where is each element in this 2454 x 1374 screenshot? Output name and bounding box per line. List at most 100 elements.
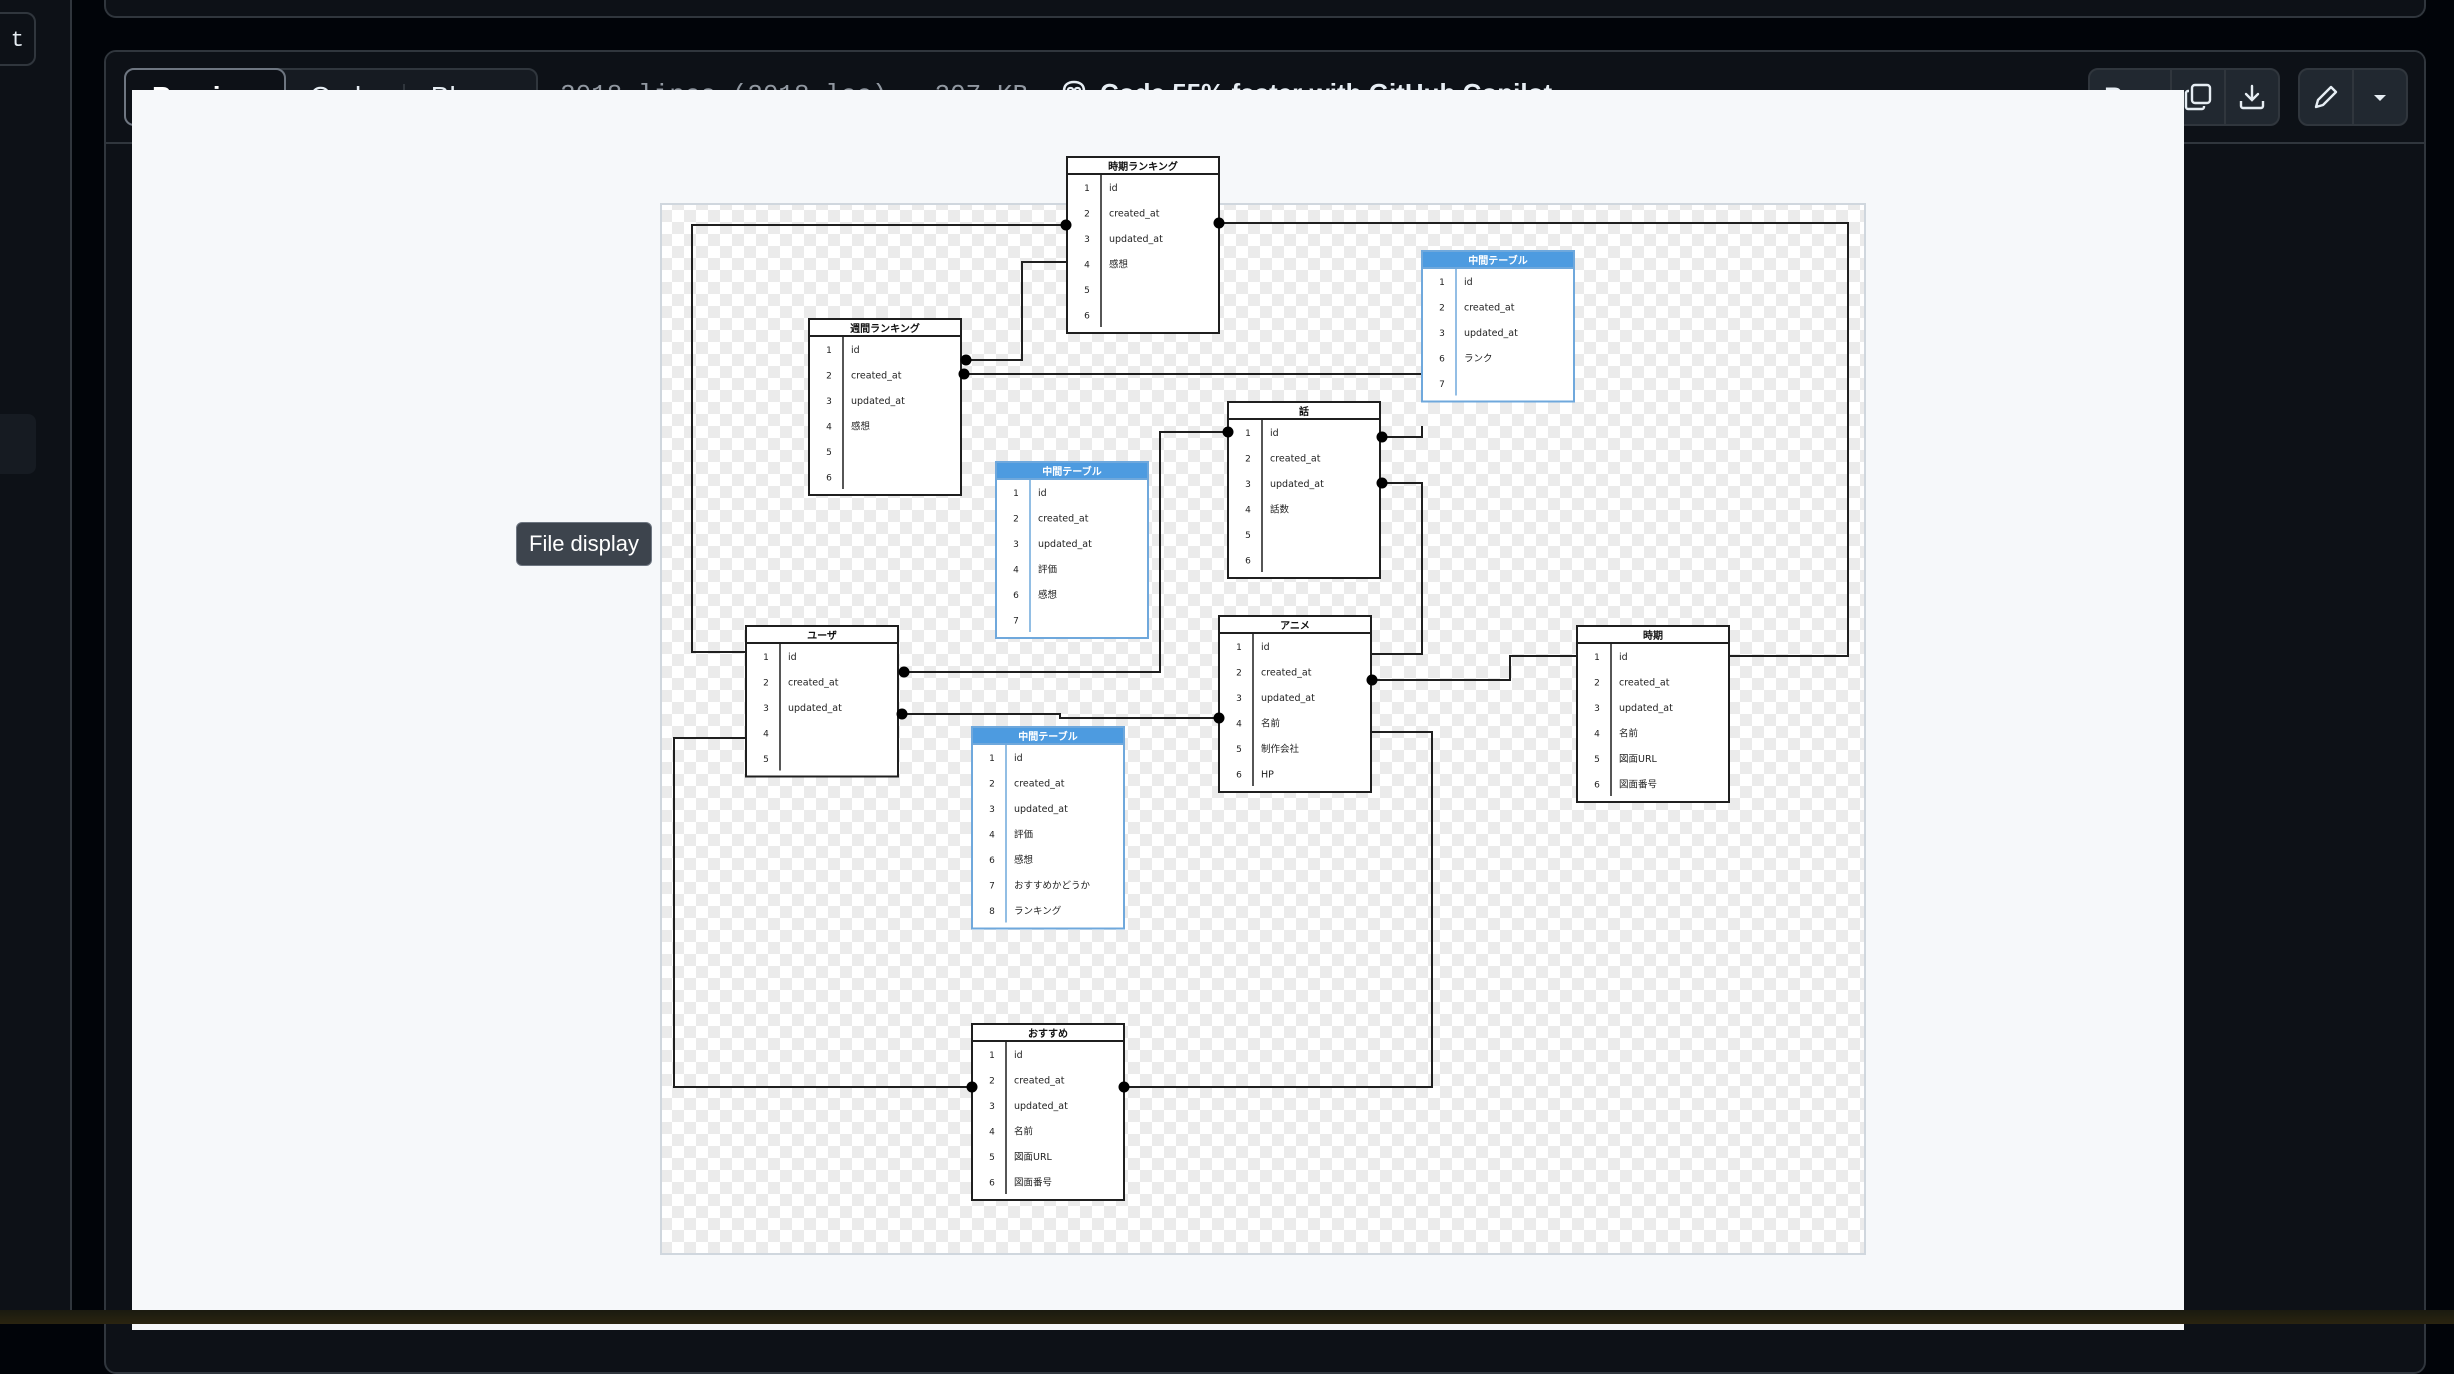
relation-line [691,224,1066,653]
bottom-strip [0,1310,2454,1324]
rail-stub-button[interactable]: t [0,12,36,66]
er-row-number: 4 [763,730,769,740]
edit-options-button[interactable] [2354,70,2406,124]
er-field: created_at [788,678,839,689]
relation-endpoint [898,666,910,678]
er-field: 図面番号 [1619,779,1657,791]
er-field: id [1270,428,1279,439]
er-row-number: 7 [989,882,995,892]
er-row-number: 3 [1594,704,1600,714]
er-row-number: 3 [826,397,832,407]
relation-endpoint [1376,477,1388,489]
er-field: created_at [1270,454,1321,465]
copy-raw-button[interactable] [2172,70,2226,124]
relation-endpoint [958,368,970,380]
er-field: created_at [1464,303,1515,314]
er-table-title: 中間テーブル [1042,465,1101,478]
rail-active-item[interactable] [0,414,36,474]
er-field: created_at [1014,779,1065,790]
er-row-number: 1 [1084,184,1090,194]
er-field: id [788,652,797,663]
er-field: id [1014,1050,1023,1061]
er-row-number: 1 [989,1051,995,1061]
er-field: 図面URL [1619,754,1658,765]
relation-lines [673,222,1849,1088]
er-field: id [1619,652,1628,663]
er-row-number: 6 [826,474,832,484]
er-row-number: 1 [763,653,769,663]
er-field: 評価 [1014,829,1034,841]
er-field: 感想 [1109,259,1129,271]
er-row-number: 5 [1084,286,1090,296]
er-row-number: 7 [1439,380,1445,390]
er-row-number: 1 [1013,489,1019,499]
download-button[interactable] [2226,70,2278,124]
er-row-number: 5 [1245,531,1251,541]
er-row-number: 6 [1236,771,1242,781]
er-row-number: 3 [763,704,769,714]
er-row-number: 2 [763,679,769,689]
er-field: updated_at [1014,1101,1068,1112]
er-row-number: 3 [989,1102,995,1112]
er-row-number: 5 [989,1153,995,1163]
er-table-title: 中間テーブル [1018,730,1077,743]
relation-endpoint [960,354,972,366]
er-table-title: 話 [1299,405,1309,418]
er-row-number: 4 [1594,730,1600,740]
er-field: 図面URL [1014,1152,1053,1163]
er-row-number: 8 [989,907,995,917]
er-row-number: 2 [1236,669,1242,679]
er-row-number: 1 [1594,653,1600,663]
er-row-number: 4 [1245,506,1251,516]
er-row-number: 5 [1594,755,1600,765]
relation-line [904,431,1228,673]
relation-line [1372,655,1577,681]
er-row-number: 7 [1013,617,1019,627]
er-field: created_at [1038,514,1089,525]
er-row-number: 2 [1439,304,1445,314]
er-row-number: 6 [1084,312,1090,322]
left-rail: t [0,0,72,1324]
er-row-number: 6 [1439,355,1445,365]
er-row-number: 2 [1084,210,1090,220]
er-table-title: ユーザ [807,630,837,642]
er-row-number: 4 [1236,720,1242,730]
er-row-number: 6 [1594,781,1600,791]
relation-endpoint [1366,674,1378,686]
er-row-number: 2 [1013,515,1019,525]
er-row-number: 5 [1236,745,1242,755]
er-row-number: 2 [1594,679,1600,689]
er-row-number: 1 [1245,429,1251,439]
er-table-title: 中間テーブル [1468,254,1527,267]
er-field: created_at [1109,209,1160,220]
er-row-number: 5 [763,755,769,765]
er-field: おすすめかどうか [1014,881,1091,892]
er-field: created_at [1261,668,1312,679]
er-table-title: 週間ランキング [850,322,920,335]
er-field: id [1261,642,1270,653]
relation-line [673,737,972,1088]
relation-line [966,261,1066,361]
er-row-number: 6 [989,856,995,866]
er-table-title: 時期 [1643,629,1663,642]
er-field: created_at [851,371,902,382]
er-table-title: 時期ランキング [1108,160,1178,173]
relation-line [1382,426,1423,438]
er-field: updated_at [1014,804,1068,815]
er-row-number: 2 [989,780,995,790]
er-field: ランキング [1014,905,1062,917]
relation-endpoint [1213,217,1225,229]
edit-button[interactable] [2300,70,2354,124]
er-field: updated_at [851,396,905,407]
chevron-down-icon [2374,95,2386,101]
er-row-number: 3 [1439,329,1445,339]
relation-endpoint [966,1081,978,1093]
relation-endpoint [1376,431,1388,443]
